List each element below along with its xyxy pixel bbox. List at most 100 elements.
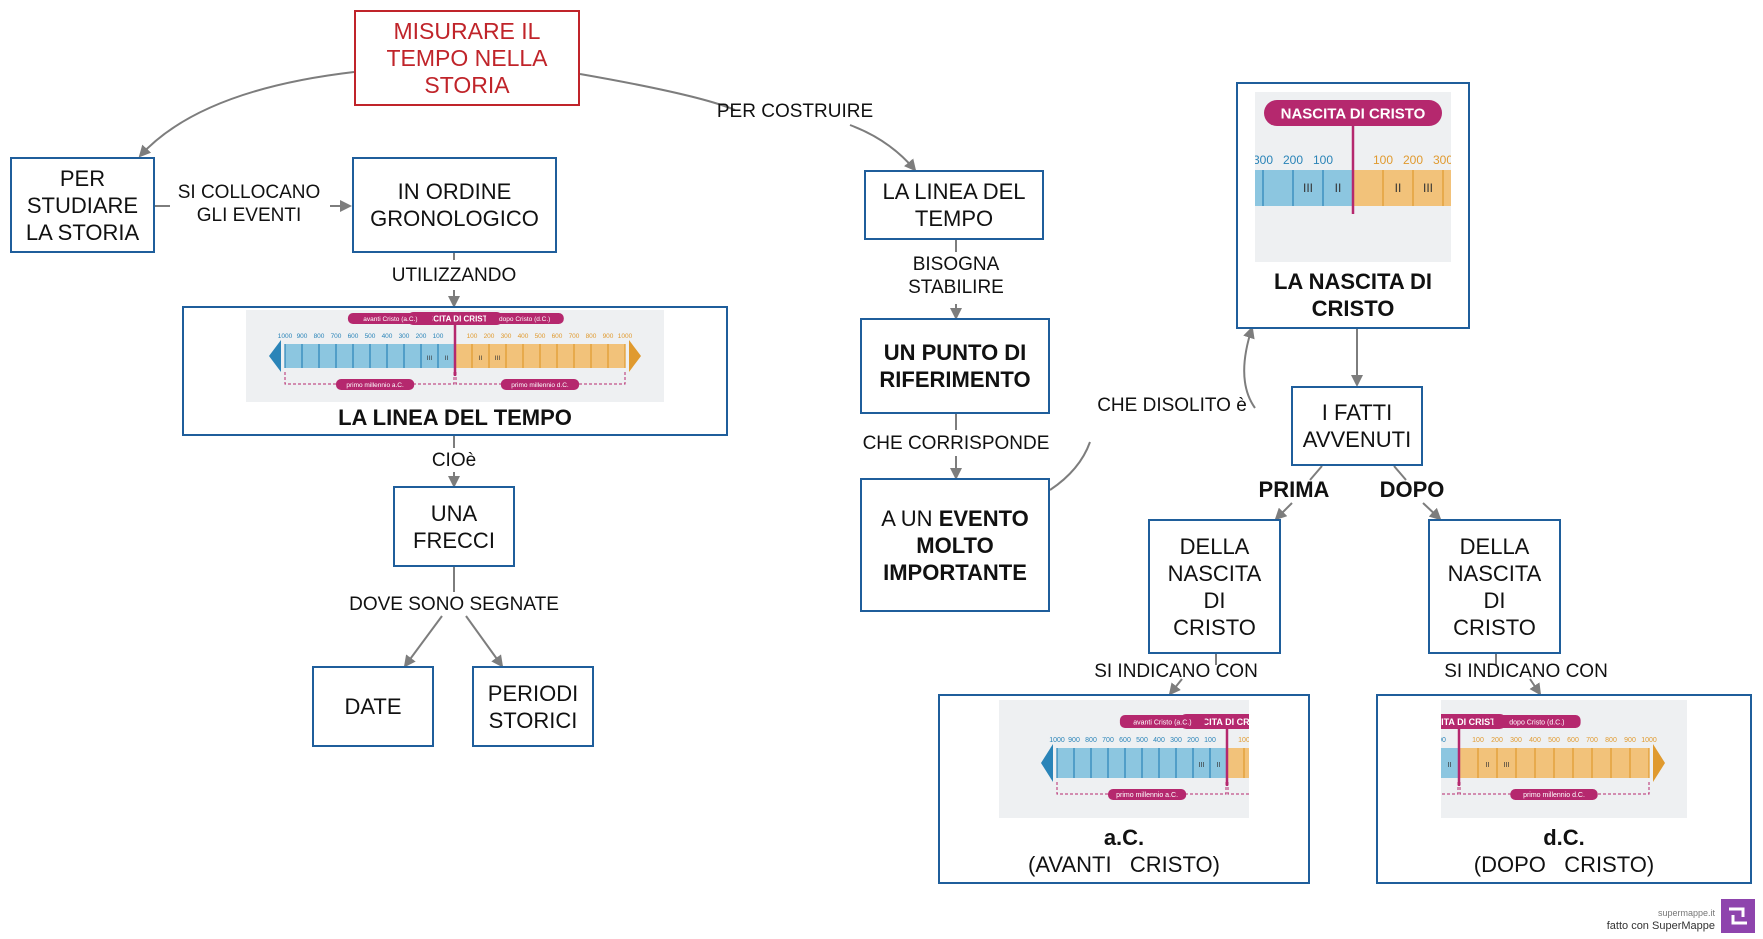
ad-tick-label: 200 xyxy=(484,333,495,340)
bc-band xyxy=(1255,170,1353,206)
bc-tick-label: 700 xyxy=(331,333,342,340)
ad-tick-label: 900 xyxy=(1624,737,1636,744)
node-prima-nascita[interactable]: DELLA NASCITA DI CRISTO xyxy=(1148,519,1281,654)
watermark-made-with: fatto con SuperMappe xyxy=(1606,920,1715,932)
ad-tick-label: 700 xyxy=(1586,737,1598,744)
node-fatti-avvenuti[interactable]: I FATTI AVVENUTI xyxy=(1291,386,1423,466)
node-dopo-nascita[interactable]: DELLA NASCITA DI CRISTO xyxy=(1428,519,1561,654)
nascita-pill xyxy=(1441,714,1507,729)
node-text: LA LINEA DEL TEMPO xyxy=(882,179,1026,231)
dopo-pill-label: dopo Cristo (d.C.) xyxy=(1509,720,1564,727)
ad-tick-label: 200 xyxy=(1491,737,1503,744)
roman-numeral: III xyxy=(1504,762,1510,769)
node-punto-riferimento[interactable]: UN PUNTO DI RIFERIMENTO xyxy=(860,318,1050,414)
nascita-pill xyxy=(1264,100,1442,126)
nascita-pill-label: NASCITA DI CRISTO xyxy=(1281,106,1426,123)
dc-subtitle: (DOPO CRISTO) xyxy=(1473,852,1655,877)
bc-tick-label: 200 xyxy=(1187,737,1199,744)
roman-numeral: III xyxy=(427,355,433,362)
watermark-site: supermappe.it xyxy=(1657,908,1715,918)
node-text: DELLA NASCITA DI CRISTO xyxy=(1447,533,1542,640)
nascita-pill-label: NASCITA DI CRISTO xyxy=(1184,717,1249,727)
ad-tick-label: 200 xyxy=(1403,153,1423,167)
bc-tick-label: 900 xyxy=(297,333,308,340)
nascita-image: 1000900800700600500400300200100100200300… xyxy=(1255,92,1451,262)
bc-tick-label: 300 xyxy=(399,333,410,340)
bc-tick-label: 1000 xyxy=(278,333,293,340)
dc-title: d.C. xyxy=(1543,825,1585,850)
roman-numeral: III xyxy=(1423,181,1433,195)
ad-tick-label: 300 xyxy=(501,333,512,340)
node-per-studiare[interactable]: PER STUDIARE LA STORIA xyxy=(10,157,155,253)
ac-title: a.C. xyxy=(1103,825,1145,850)
node-text: IN ORDINE GRONOLOGICO xyxy=(370,179,539,231)
node-linea-del-tempo[interactable]: LA LINEA DEL TEMPO xyxy=(864,170,1044,240)
ad-tick-label: 100 xyxy=(1238,737,1249,744)
bc-tick-label: 100 xyxy=(1313,153,1333,167)
node-evento[interactable]: A UN EVENTO MOLTO IMPORTANTE xyxy=(860,478,1050,612)
label-dopo: DOPO xyxy=(1379,477,1445,502)
primo-ac-pill xyxy=(1108,789,1187,800)
bc-tick-label: 1000 xyxy=(1049,737,1065,744)
node-periodi[interactable]: PERIODI STORICI xyxy=(472,666,594,747)
node-text: UN PUNTO DI RIFERIMENTO xyxy=(879,340,1031,392)
ad-tick-label: 500 xyxy=(1548,737,1560,744)
bc-tick-label: 200 xyxy=(416,333,427,340)
bc-tick-label: 600 xyxy=(1119,737,1131,744)
bc-tick-label: 400 xyxy=(1153,737,1165,744)
arrow-left-icon xyxy=(269,340,281,372)
roman-numeral: III xyxy=(1303,181,1313,195)
node-text: PERIODI STORICI xyxy=(487,680,579,733)
node-text: A UN EVENTO MOLTO IMPORTANTE xyxy=(881,505,1029,585)
nascita-pill-label: NASCITA DI CRISTO xyxy=(1441,717,1502,727)
primo-dc-pill xyxy=(1510,789,1598,800)
bc-tick-label: 300 xyxy=(1255,153,1273,167)
label-utilizzando: UTILIZZANDO xyxy=(391,265,517,286)
node-date[interactable]: DATE xyxy=(312,666,434,747)
root-text: MISURARE IL TEMPO NELLA STORIA xyxy=(386,17,548,98)
roman-numeral: II xyxy=(445,355,449,362)
node-ac[interactable]: 1000900800700600500400300200100100200300… xyxy=(938,694,1310,884)
primo-ac-label: primo millennio a.C. xyxy=(1116,792,1178,799)
ad-tick-label: 1000 xyxy=(618,333,633,340)
avanti-pill xyxy=(1119,715,1205,728)
bc-tick-label: 900 xyxy=(1068,737,1080,744)
primo-ac-label: primo millennio a.C. xyxy=(346,382,404,389)
bc-band xyxy=(1441,748,1459,778)
ad-tick-label: 100 xyxy=(1472,737,1484,744)
roman-numeral: III xyxy=(495,355,501,362)
node-in-ordine[interactable]: IN ORDINE GRONOLOGICO xyxy=(352,157,557,253)
label-si-indicano-ac: SI INDICANO CON xyxy=(1094,661,1258,682)
dc-timeline-image: 1000900800700600500400300200100100200300… xyxy=(1441,700,1687,818)
ad-tick-label: 1000 xyxy=(1641,737,1657,744)
ac-timeline-image: 1000900800700600500400300200100100200300… xyxy=(999,700,1249,818)
node-dc[interactable]: 1000900800700600500400300200100100200300… xyxy=(1376,694,1752,884)
roman-numeral: II xyxy=(1448,762,1452,769)
label-si-collocano: SI COLLOCANO GLI EVENTI xyxy=(177,182,321,226)
bc-tick-label: 700 xyxy=(1102,737,1114,744)
ad-tick-label: 400 xyxy=(1529,737,1541,744)
millennium-bracket-bc xyxy=(1441,782,1459,795)
roman-numeral: II xyxy=(1335,181,1342,195)
millennium-bracket-ad xyxy=(1227,782,1249,795)
bc-tick-label: 500 xyxy=(365,333,376,340)
avanti-pill-label: avanti Cristo (a.C.) xyxy=(1133,720,1191,727)
supermappe-watermark: supermappe.it fatto con SuperMappe xyxy=(1607,899,1755,933)
bc-tick-label: 300 xyxy=(1170,737,1182,744)
ad-tick-label: 100 xyxy=(1373,153,1393,167)
nascita-pill-label: NASCITA DI CRISTO xyxy=(416,314,493,323)
avanti-pill-label: avanti Cristo (a.C.) xyxy=(363,316,417,323)
avanti-pill xyxy=(347,313,433,324)
arrow-right-icon xyxy=(629,340,641,372)
supermappe-logo-icon xyxy=(1721,899,1755,933)
node-text: DATE xyxy=(344,694,402,719)
primo-dc-label: primo millennio d.C. xyxy=(1523,792,1585,799)
label-per-costruire: PER COSTRUIRE xyxy=(716,101,874,122)
bc-tick-label: 200 xyxy=(1283,153,1303,167)
node-nascita-image[interactable]: 1000900800700600500400300200100100200300… xyxy=(1236,82,1470,329)
root-node[interactable]: MISURARE IL TEMPO NELLA STORIA xyxy=(354,10,580,106)
node-una-frecci[interactable]: UNA FRECCI xyxy=(393,486,515,567)
